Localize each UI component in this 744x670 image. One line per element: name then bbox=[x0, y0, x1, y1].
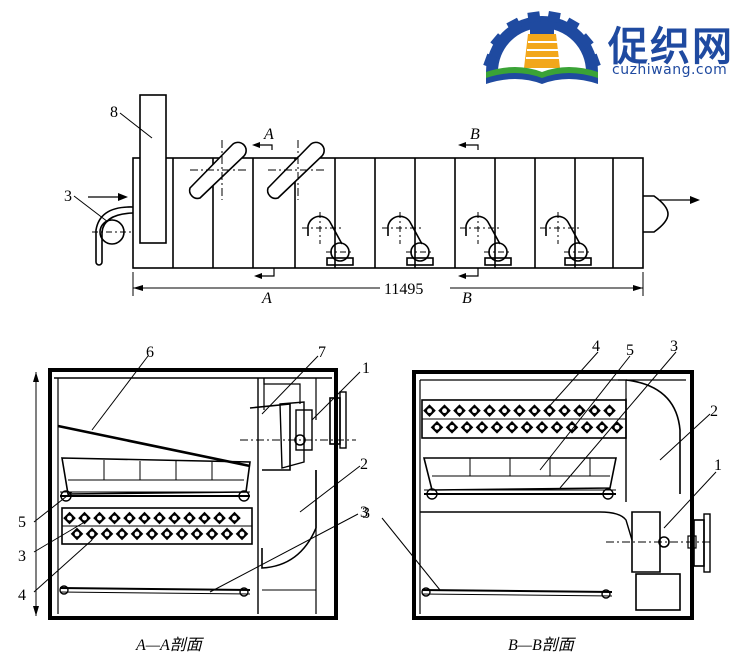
brand-url: cuzhiwang.com bbox=[612, 62, 728, 78]
slanted-duct-1 bbox=[188, 140, 247, 200]
fan-unit-2 bbox=[382, 212, 434, 266]
section-b-label-4: 4 bbox=[592, 338, 600, 355]
lattice-hole bbox=[194, 531, 200, 537]
section-a-caption: A—A剖面 bbox=[135, 636, 205, 654]
exit-hood bbox=[643, 195, 669, 233]
lattice-hole bbox=[74, 531, 80, 537]
lattice-hole bbox=[449, 424, 455, 430]
section-a-label-3-right: 3 bbox=[360, 504, 368, 521]
lattice-hole bbox=[554, 424, 560, 430]
top-section-mark-b-lower: B bbox=[462, 290, 472, 307]
lattice-hole bbox=[562, 408, 567, 414]
section-a-label-3-left: 3 bbox=[18, 548, 26, 565]
lattice-hole bbox=[607, 408, 612, 414]
top-label-3: 3 bbox=[64, 188, 72, 205]
section-a-label-6: 6 bbox=[146, 344, 154, 361]
lattice-hole bbox=[217, 515, 222, 521]
lattice-hole bbox=[164, 531, 170, 537]
lattice-hole bbox=[134, 531, 140, 537]
lattice-hole bbox=[577, 408, 582, 414]
lattice-hole bbox=[539, 424, 545, 430]
top-section-mark-a-upper: A bbox=[263, 126, 274, 143]
lattice-hole bbox=[202, 515, 207, 521]
lattice-hole bbox=[434, 424, 440, 430]
lattice-hole bbox=[464, 424, 470, 430]
lattice-hole bbox=[239, 531, 245, 537]
lattice-hole bbox=[224, 531, 230, 537]
section-a-label-5: 5 bbox=[18, 514, 26, 531]
section-b-label-1: 1 bbox=[714, 457, 722, 474]
lattice-hole bbox=[187, 515, 192, 521]
lattice-hole bbox=[67, 515, 72, 521]
section-b-label-5: 5 bbox=[626, 342, 634, 359]
lattice-hole bbox=[547, 408, 552, 414]
lattice-hole bbox=[584, 424, 590, 430]
lattice-hole bbox=[179, 531, 185, 537]
lattice-hole bbox=[149, 531, 155, 537]
lattice-hole bbox=[427, 408, 432, 414]
lattice-hole bbox=[524, 424, 530, 430]
lattice-hole bbox=[487, 408, 492, 414]
top-label-8: 8 bbox=[110, 104, 118, 121]
fan-unit-1 bbox=[302, 212, 354, 266]
section-b-caption: B—B剖面 bbox=[508, 636, 577, 654]
lattice-hole bbox=[517, 408, 522, 414]
section-b-label-2: 2 bbox=[710, 403, 718, 420]
lattice-hole bbox=[442, 408, 447, 414]
section-b-heater-lattice bbox=[422, 404, 626, 434]
section-a-label-7: 7 bbox=[318, 344, 326, 361]
lattice-hole bbox=[127, 515, 132, 521]
section-a-label-4: 4 bbox=[18, 587, 26, 604]
lattice-hole bbox=[209, 531, 215, 537]
fan-unit-3 bbox=[460, 212, 512, 266]
section-a-label-1: 1 bbox=[362, 360, 370, 377]
lattice-hole bbox=[232, 515, 237, 521]
section-a-label-2: 2 bbox=[360, 456, 368, 473]
feed-roller bbox=[92, 206, 134, 266]
lattice-hole bbox=[97, 515, 102, 521]
brand-name: 促织网 bbox=[608, 24, 734, 70]
overall-length-dimension: 11495 bbox=[384, 281, 423, 298]
slanted-duct-2 bbox=[266, 140, 325, 200]
lattice-hole bbox=[479, 424, 485, 430]
lattice-hole bbox=[509, 424, 515, 430]
top-section-mark-b-upper: B bbox=[470, 126, 480, 143]
section-b-label-3: 3 bbox=[670, 338, 678, 355]
lattice-hole bbox=[142, 515, 147, 521]
brand-logo bbox=[483, 11, 601, 84]
book-icon bbox=[486, 67, 598, 84]
top-section-mark-a-lower: A bbox=[261, 290, 272, 307]
lattice-hole bbox=[172, 515, 177, 521]
lattice-hole bbox=[112, 515, 117, 521]
lattice-hole bbox=[614, 424, 620, 430]
section-a-heater-lattice bbox=[62, 511, 252, 541]
lattice-hole bbox=[119, 531, 125, 537]
spool-icon bbox=[524, 28, 560, 68]
lattice-hole bbox=[82, 515, 87, 521]
part-8-duct bbox=[139, 94, 167, 244]
fan-unit-4 bbox=[540, 212, 592, 266]
section-b-label-3-lower: 3 bbox=[362, 505, 370, 522]
lattice-hole bbox=[494, 424, 500, 430]
lattice-hole bbox=[592, 408, 597, 414]
lattice-hole bbox=[89, 531, 95, 537]
lattice-hole bbox=[104, 531, 110, 537]
gear-icon bbox=[483, 11, 601, 73]
lattice-hole bbox=[457, 408, 462, 414]
lattice-hole bbox=[157, 515, 162, 521]
lattice-hole bbox=[502, 408, 507, 414]
lattice-hole bbox=[472, 408, 477, 414]
lattice-hole bbox=[532, 408, 537, 414]
lattice-hole bbox=[599, 424, 605, 430]
